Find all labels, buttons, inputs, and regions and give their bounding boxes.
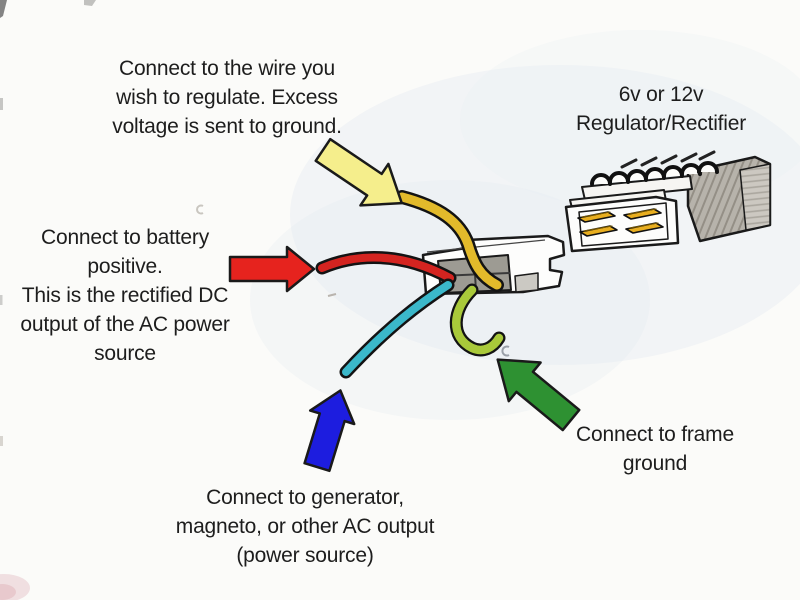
frame-ground-note: Connect to frame ground: [555, 420, 755, 478]
heatsink-fins: [590, 161, 719, 186]
cyan-wire: [342, 281, 452, 376]
pencil-mark: [327, 293, 337, 297]
edge-smudge: [84, 0, 96, 6]
device-label: 6v or 12v Regulator/Rectifier: [541, 80, 781, 138]
blue-arrow: [303, 389, 356, 473]
device-pins: [577, 208, 664, 237]
pencil-mark: [196, 204, 204, 215]
note-line: (power source): [236, 544, 374, 567]
device-socket-recess: [578, 202, 669, 247]
heatsink-end-face: [739, 163, 771, 231]
note-line: Connect to frame: [576, 423, 734, 446]
note-line: ground: [622, 452, 688, 475]
note-line: positive.: [87, 255, 163, 278]
note-line: wish to regulate. Excess: [116, 86, 338, 109]
note-line: Regulator/Rectifier: [575, 112, 747, 135]
wires: [315, 190, 506, 379]
battery-note: Connect to battery positive. This is the…: [0, 223, 250, 368]
fin-bar: [581, 175, 693, 201]
back-fin-strokes: [620, 150, 716, 169]
note-line: 6v or 12v: [618, 83, 704, 106]
note-line: Connect to the wire you: [118, 57, 336, 80]
yellow-wire: [397, 192, 502, 290]
note-line: source: [94, 342, 156, 365]
note-line: This is the rectified DC: [21, 284, 229, 307]
note-line: magneto, or other AC output: [175, 515, 435, 538]
pencil-mark: [501, 345, 510, 357]
red-arrow: [228, 245, 316, 293]
plug-tab: [514, 272, 539, 293]
pink-smudge: [0, 574, 30, 600]
yellow-arrow: [314, 137, 404, 207]
note-line: Connect to generator,: [206, 486, 404, 509]
callout-arrows: [228, 137, 581, 473]
scan-artifacts: [0, 0, 337, 600]
note-line: voltage is sent to ground.: [112, 115, 342, 138]
regulate-note: Connect to the wire you wish to regulate…: [97, 54, 357, 141]
green-wire: [452, 285, 504, 355]
generator-note: Connect to generator, magneto, or other …: [160, 483, 450, 570]
green-arrow: [496, 358, 581, 432]
red-wire: [318, 253, 454, 282]
regulator-rectifier-drawing: [564, 150, 772, 253]
note-line: Connect to battery: [41, 226, 209, 249]
corner-smudge: [0, 0, 7, 18]
note-line: output of the AC power: [20, 313, 230, 336]
